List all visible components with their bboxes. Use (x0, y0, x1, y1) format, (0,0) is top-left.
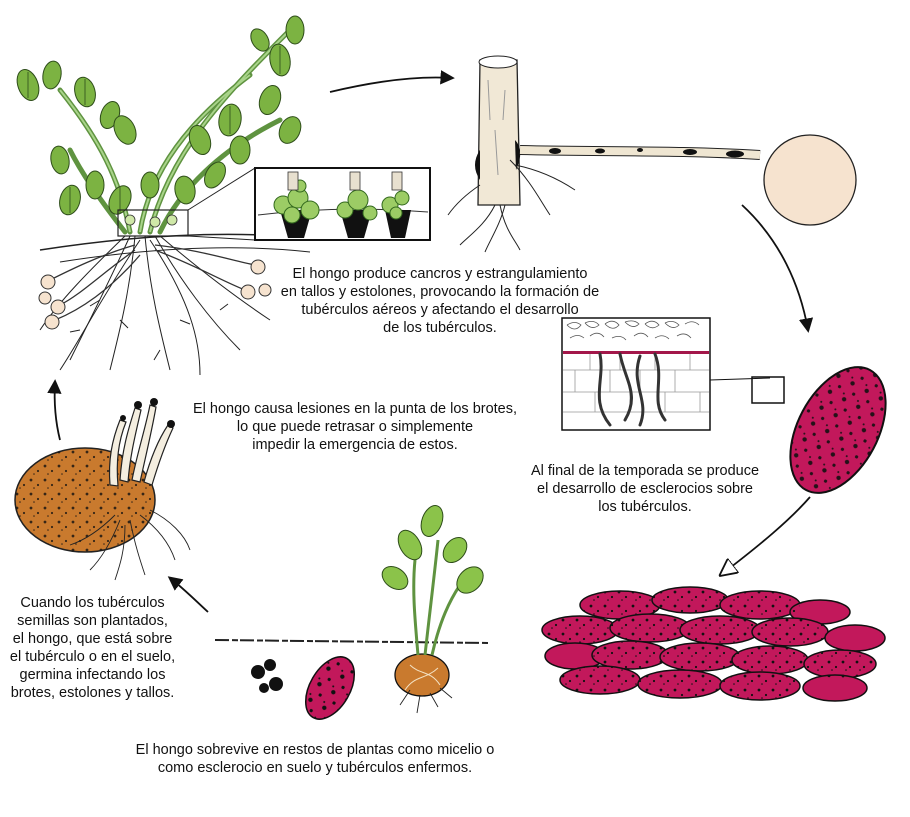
stolon (49, 244, 256, 321)
leaf-icon (381, 505, 484, 594)
stem-base-highlight-box (117, 209, 189, 237)
arrow-icon (47, 70, 814, 613)
tuber-icon (38, 259, 272, 330)
sprouting-seed-tuber (14, 398, 191, 581)
caption-sclerotia-development: Al final de la temporada se produce el d… (530, 463, 760, 515)
leaf-vein (27, 46, 281, 213)
caption-fungus-survival: El hongo sobrevive en restos de plantas … (135, 742, 495, 776)
sclerotia-icon (251, 659, 283, 693)
soil-survival-illustration (214, 505, 491, 720)
stem-base-closeup-inset (254, 167, 431, 241)
caption-seed-tubers: Cuando los tubérculos semillas son plant… (9, 595, 176, 701)
caption-stem-canker: El hongo produce cancros y estrangulamie… (280, 266, 600, 336)
diseased-tuber-pile (541, 586, 886, 702)
root-icon (39, 235, 271, 376)
stolon-canker-illustration (447, 55, 857, 253)
tuber-sclerotia-closeup (561, 317, 887, 494)
leaf-icon (16, 15, 305, 216)
caption-sprout-lesions: El hongo causa lesiones en la punta de l… (192, 401, 518, 453)
infected-plant-illustration (16, 15, 331, 376)
